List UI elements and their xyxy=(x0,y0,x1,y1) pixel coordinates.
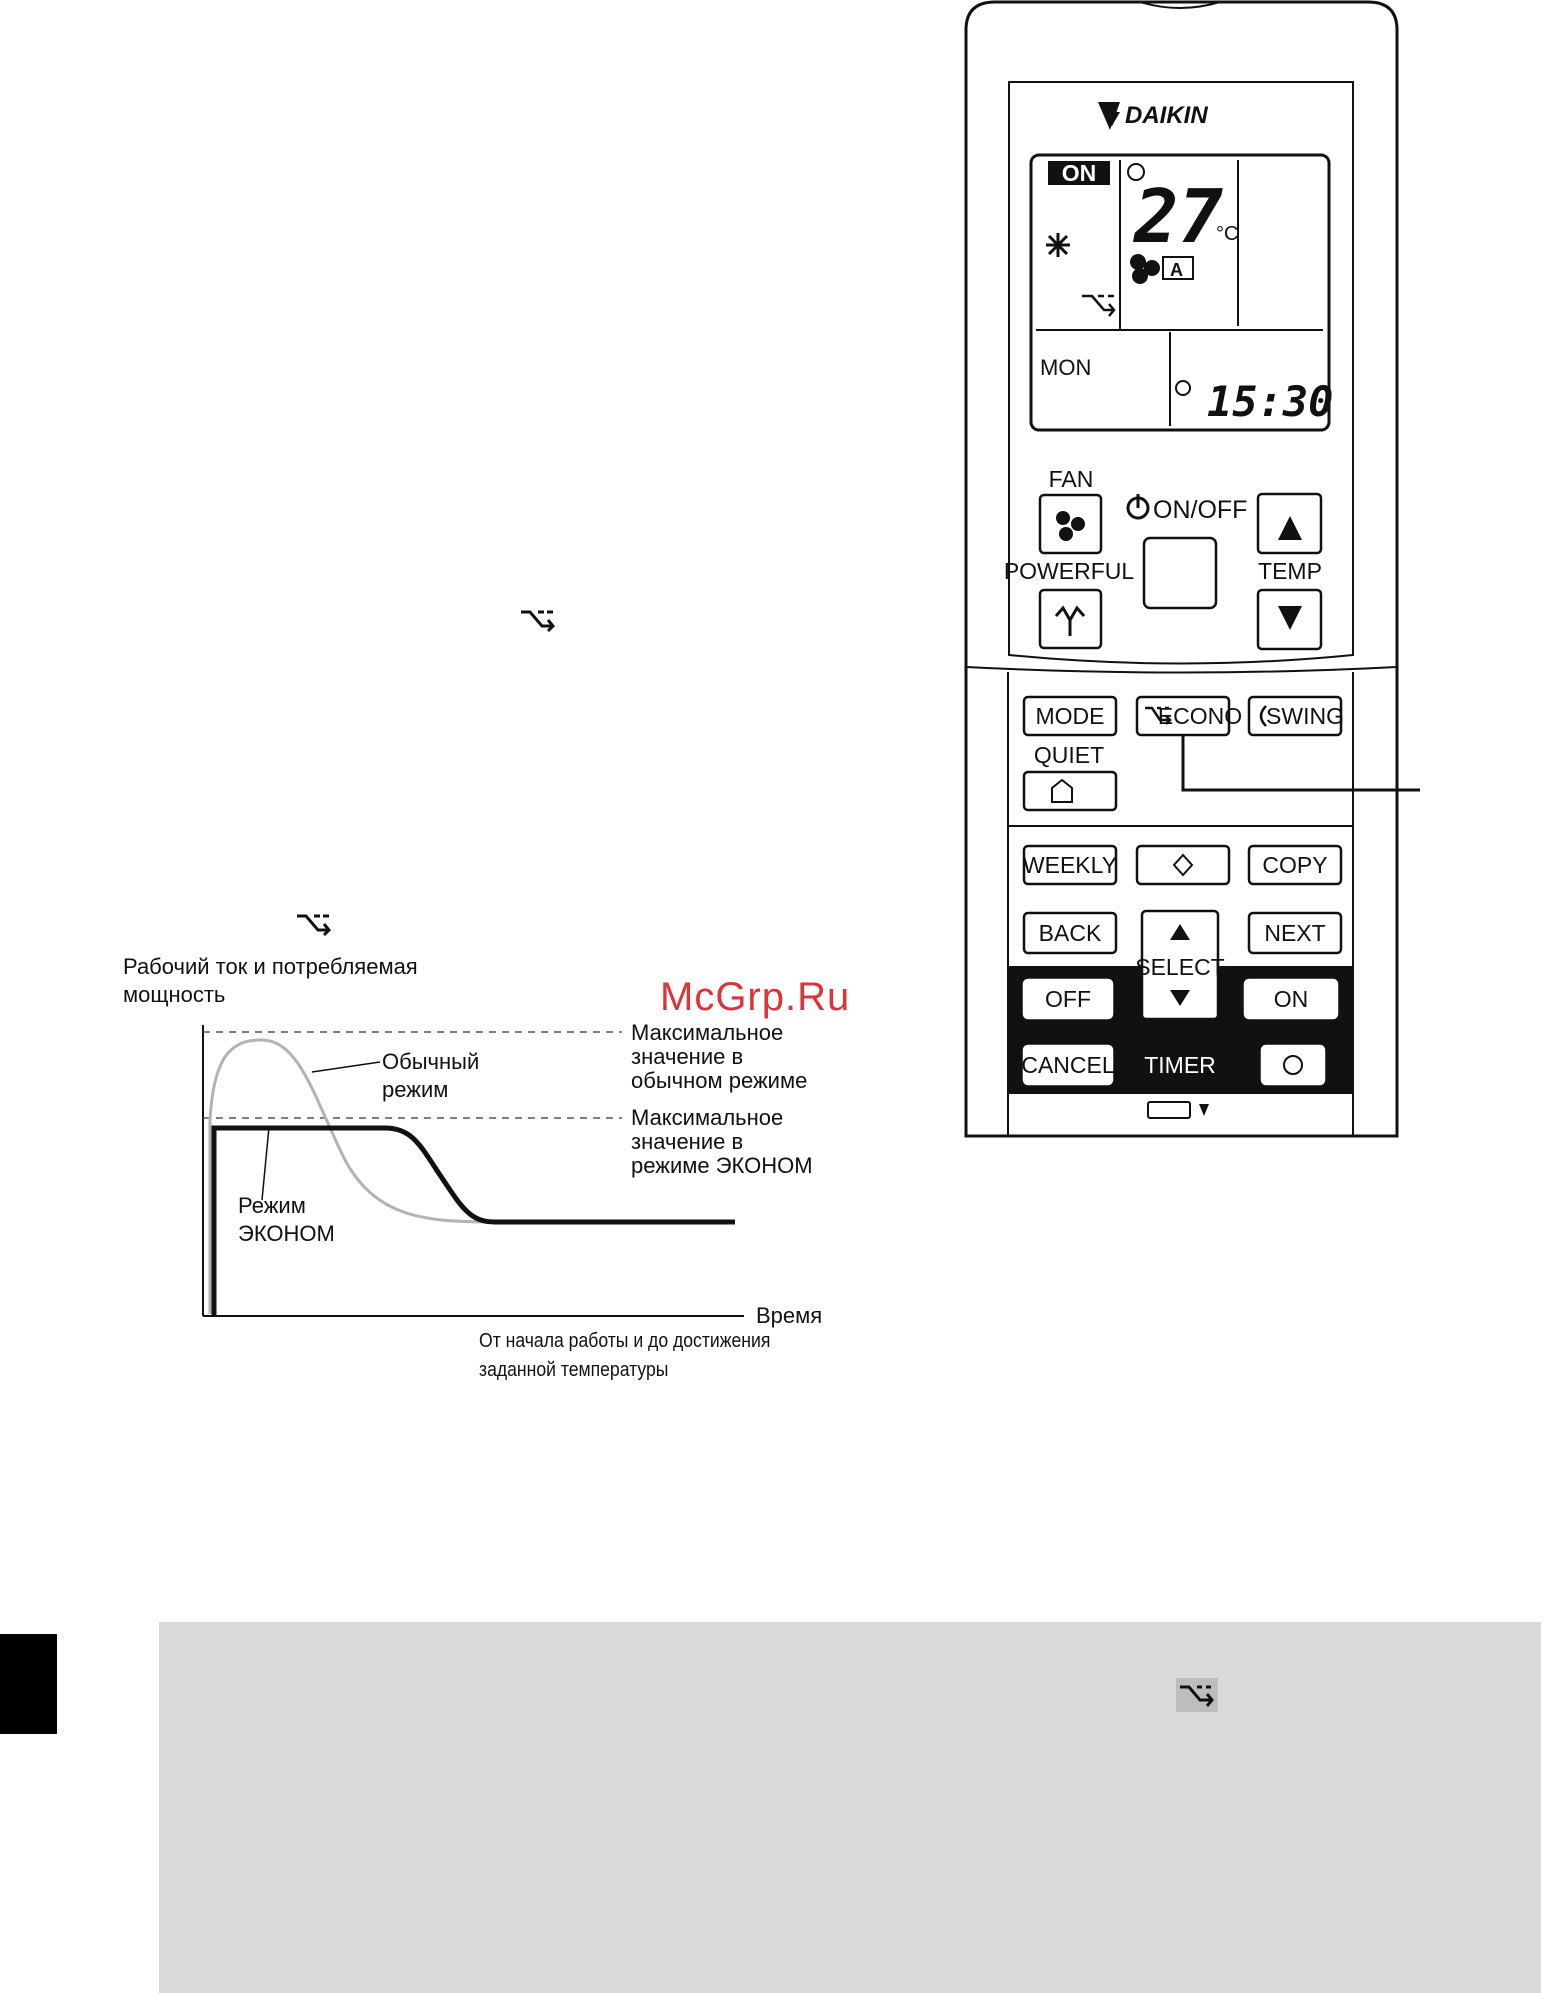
lcd-power-badge: ON xyxy=(1062,160,1097,186)
clock-icon xyxy=(1175,380,1191,396)
cancel-label: CANCEL xyxy=(1021,1052,1115,1078)
normal-label-line1: Обычный xyxy=(382,1049,480,1074)
swing-label: SWING xyxy=(1266,703,1344,729)
fan-label: FAN xyxy=(1049,466,1094,492)
max-normal-line1: Максимальное xyxy=(631,1020,784,1045)
lcd-time: 15:30 xyxy=(1207,377,1333,426)
mode-label: MODE xyxy=(1036,703,1105,729)
quiet-icon xyxy=(1051,778,1073,803)
lcd-fan-icon xyxy=(1130,254,1160,284)
quiet-label: QUIET xyxy=(1034,742,1104,768)
battery-icon xyxy=(1147,1101,1191,1119)
weekly-label: WEEKLY xyxy=(1023,852,1117,878)
econo-button-icon xyxy=(1145,706,1172,725)
temp-down-icon xyxy=(1278,606,1302,630)
note-econo-icon-badge xyxy=(1176,1678,1218,1712)
select-up-icon xyxy=(1170,924,1190,940)
fan-icon xyxy=(1056,511,1085,541)
graph-caption-line1: От начала работы и до достижения xyxy=(479,1330,771,1352)
econo-icon xyxy=(1180,1685,1214,1707)
graph-ylabel-line2: мощность xyxy=(123,982,226,1007)
brand-name: DAIKIN xyxy=(1125,102,1208,129)
max-econo-line3: режиме ЭКОНОМ xyxy=(631,1153,813,1178)
next-label: NEXT xyxy=(1264,920,1325,946)
econo-label-line2: ЭКОНОМ xyxy=(238,1221,335,1246)
econo-label-line1: Режим xyxy=(238,1193,306,1218)
powerful-icon xyxy=(1054,605,1086,636)
copy-label: COPY xyxy=(1262,852,1327,878)
normal-label-line2: режим xyxy=(382,1077,449,1102)
econo-leader xyxy=(261,1126,270,1201)
power-icon xyxy=(1126,496,1150,520)
select-down-icon xyxy=(1170,990,1190,1006)
lcd-fan-mode: A xyxy=(1170,260,1183,280)
section-tab xyxy=(0,1634,57,1734)
off-label: OFF xyxy=(1045,986,1091,1012)
select-label: SELECT xyxy=(1135,954,1224,980)
econo-icon xyxy=(297,914,332,937)
snowflake-icon xyxy=(1046,233,1070,257)
graph-xlabel: Время xyxy=(756,1303,823,1328)
temp-label: TEMP xyxy=(1258,558,1322,584)
econo-label: ECONO xyxy=(1158,703,1242,729)
lcd-econo-icon xyxy=(1082,294,1116,317)
graph-caption-line2: заданной температуры xyxy=(479,1359,669,1381)
note-box xyxy=(159,1622,1541,1993)
back-label: BACK xyxy=(1039,920,1102,946)
daikin-logo-icon xyxy=(1098,102,1120,130)
lcd-day: MON xyxy=(1040,355,1091,380)
temp-up-icon xyxy=(1278,516,1302,540)
watermark: McGrp.Ru xyxy=(660,975,851,1019)
graph-plot xyxy=(202,1025,744,1317)
max-normal-line3: обычном режиме xyxy=(631,1068,808,1093)
swing-icon xyxy=(1259,705,1267,727)
econo-mode-curve xyxy=(211,1125,735,1316)
lcd-temperature: 27 xyxy=(1132,174,1224,260)
max-normal-line2: значение в xyxy=(631,1044,744,1069)
max-econo-line2: значение в xyxy=(631,1129,744,1154)
on-off-label: ON/OFF xyxy=(1153,496,1247,524)
timer-clock-icon xyxy=(1283,1055,1303,1075)
program-icon xyxy=(1172,853,1194,877)
graph-ylabel-line1: Рабочий ток и потребляемая xyxy=(123,954,418,979)
normal-mode-curve xyxy=(208,1038,735,1314)
econo-icon xyxy=(521,610,556,633)
powerful-label: POWERFUL xyxy=(1004,558,1135,584)
timer-label: TIMER xyxy=(1144,1052,1216,1078)
lcd-temp-unit: °C xyxy=(1216,223,1238,245)
on-label: ON xyxy=(1274,986,1309,1012)
max-econo-line1: Максимальное xyxy=(631,1105,784,1130)
normal-leader xyxy=(311,1061,381,1073)
